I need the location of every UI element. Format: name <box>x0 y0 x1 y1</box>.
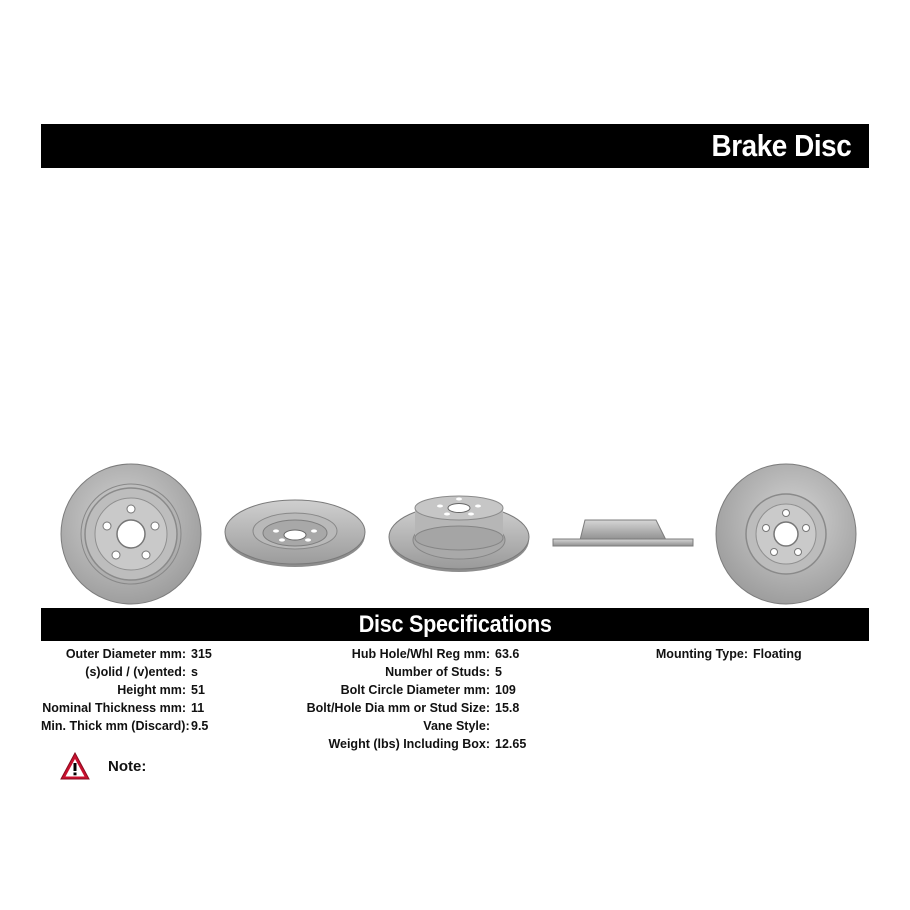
spec-row-min-thickness: Min. Thick mm (Discard): 9.5 <box>41 717 212 735</box>
spec-value: 15.8 <box>495 701 520 715</box>
spec-label: Bolt Circle Diameter mm: <box>340 683 490 697</box>
spec-value: 12.65 <box>495 737 527 751</box>
specs-title: Disc Specifications <box>358 611 552 638</box>
spec-label: Outer Diameter mm: <box>65 647 186 661</box>
spec-label: (s)olid / (v)ented: <box>85 665 186 679</box>
spec-label: Bolt/Hole Dia mm or Stud Size: <box>306 701 490 715</box>
specs-bar: Disc Specifications <box>41 608 869 641</box>
spec-row-weight: Weight (lbs) Including Box: 12.65 <box>290 735 526 753</box>
spec-row-number-of-studs: Number of Studs: 5 <box>290 663 526 681</box>
disc-angled-hat-view <box>388 495 530 572</box>
spec-value: 5 <box>495 665 502 679</box>
spec-value <box>490 717 495 735</box>
specs-column-2: Hub Hole/Whl Reg mm: 63.6 Number of Stud… <box>290 645 527 753</box>
spec-row-solid-vented: (s)olid / (v)ented: s <box>41 663 212 681</box>
spec-value: s <box>191 665 198 679</box>
spec-row-bolt-circle: Bolt Circle Diameter mm: 109 <box>290 681 526 699</box>
spec-label: Number of Studs: <box>385 665 490 679</box>
spec-label: Weight (lbs) Including Box: <box>328 737 490 751</box>
spec-label: Vane Style: <box>423 719 490 733</box>
spec-value: 11 <box>191 701 205 715</box>
spec-row-height: Height mm: 51 <box>41 681 212 699</box>
spec-row-bolt-hole-dia: Bolt/Hole Dia mm or Stud Size: 15.8 <box>290 699 526 717</box>
spec-value: 51 <box>191 683 205 697</box>
spec-label: Nominal Thickness mm: <box>42 701 186 715</box>
title-bar: Brake Disc <box>41 124 869 168</box>
specs-column-1: Outer Diameter mm: 315 (s)olid / (v)ente… <box>41 645 212 735</box>
spec-label: Mounting Type: <box>655 647 748 661</box>
spec-value: Floating <box>753 647 802 661</box>
note-section: Note: <box>60 752 146 780</box>
spec-value: 109 <box>495 683 516 697</box>
specs-column-3: Mounting Type: Floating <box>640 645 802 663</box>
spec-value: 9.5 <box>191 719 209 733</box>
spec-value: 63.6 <box>495 647 520 661</box>
note-label: Note: <box>108 757 147 775</box>
disc-front-view-left <box>60 463 202 605</box>
spec-row-outer-diameter: Outer Diameter mm: 315 <box>41 645 212 663</box>
disc-front-view-right <box>715 463 857 605</box>
disc-angled-top-view <box>224 499 366 567</box>
spec-label: Min. Thick mm (Discard): <box>41 719 190 733</box>
spec-label: Hub Hole/Whl Reg mm: <box>351 647 490 661</box>
spec-row-hub-hole: Hub Hole/Whl Reg mm: 63.6 <box>290 645 526 663</box>
warning-triangle-icon <box>60 752 90 780</box>
spec-row-mounting-type: Mounting Type: Floating <box>640 645 802 663</box>
spec-row-nominal-thickness: Nominal Thickness mm: 11 <box>41 699 212 717</box>
page-title: Brake Disc <box>711 128 851 163</box>
spec-value: 315 <box>191 647 212 661</box>
spec-row-vane-style: Vane Style: <box>290 717 526 735</box>
disc-side-view <box>552 519 694 547</box>
spec-label: Height mm: <box>117 683 186 697</box>
